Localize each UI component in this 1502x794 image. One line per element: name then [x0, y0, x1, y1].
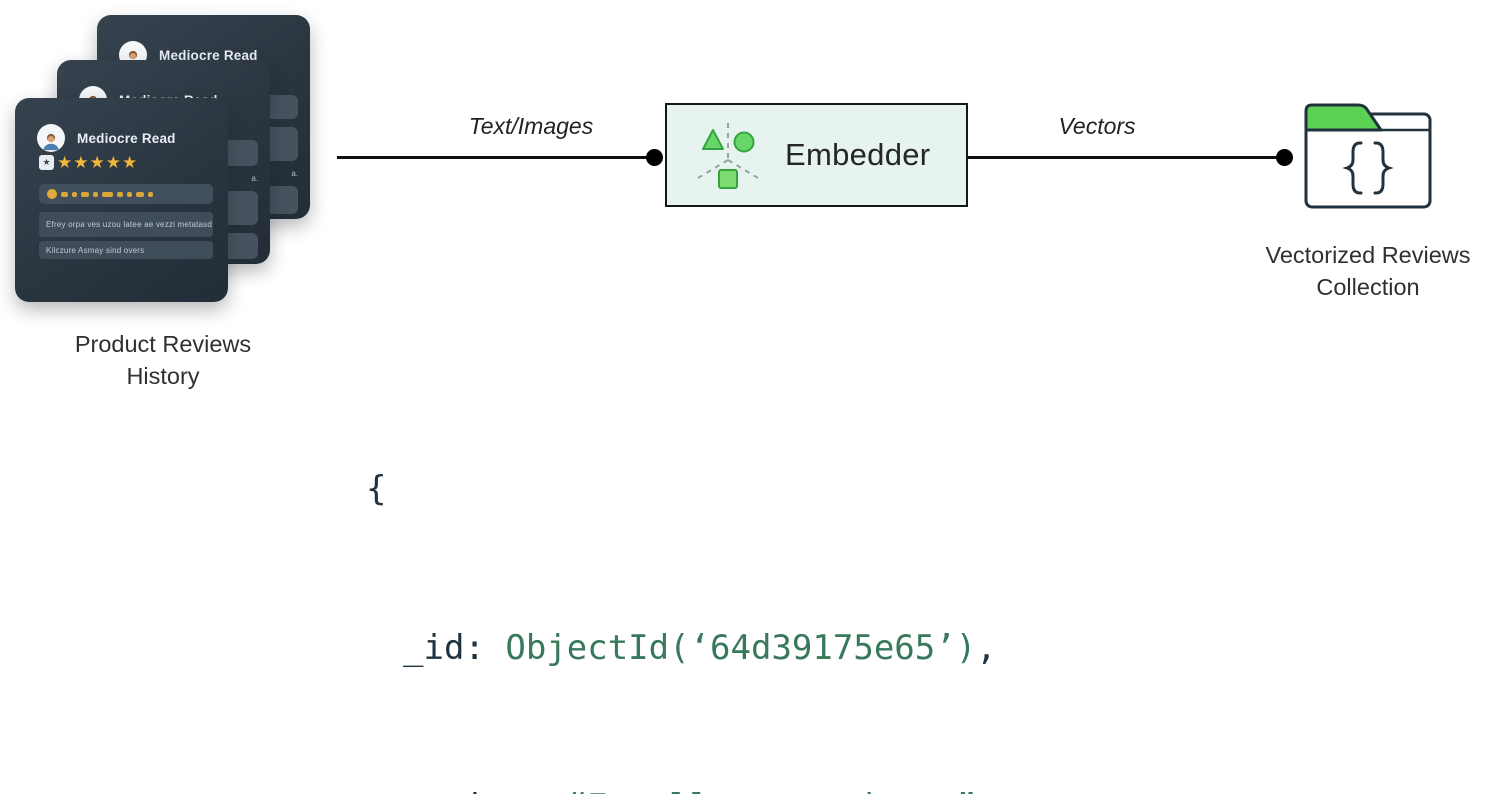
output-edge-label: Vectors: [1058, 113, 1136, 139]
placeholder-note: a.: [291, 169, 298, 178]
reviewer-avatar-icon: [37, 124, 65, 152]
placeholder-note: a.: [251, 174, 258, 183]
collection-label: Vectorized Reviews Collection: [1265, 242, 1471, 300]
code-line-review: review: “Excellent product…”,: [366, 781, 1054, 794]
embedder-label: Embedder: [785, 137, 931, 172]
review-text-bar: Efrey orpa ves uzou latee ae vezzi metat…: [39, 212, 213, 237]
reviewer-name: Mediocre Read: [159, 47, 258, 63]
five-stars-icon: ★★★★★: [57, 153, 139, 172]
code-line-open-brace: {: [366, 469, 387, 509]
review-card-header: Mediocre Read: [37, 124, 176, 152]
reviewer-name: Mediocre Read: [77, 130, 176, 146]
input-edge-line: [337, 156, 653, 159]
input-edge-endpoint-dot: [646, 149, 663, 166]
input-edge-label: Text/Images: [468, 113, 594, 139]
collection-folder-icon: [1301, 100, 1435, 212]
star-badge-icon: ★: [39, 155, 54, 170]
output-edge-endpoint-dot: [1276, 149, 1293, 166]
star-rating: ★ ★★★★★: [39, 154, 138, 171]
rating-dots-bar: [39, 184, 213, 204]
code-line-id: _id: ObjectId(‘64d39175e65’),: [403, 628, 997, 668]
document-code-block: { _id: ObjectId(‘64d39175e65’), review: …: [366, 357, 1054, 794]
product-reviews-history-label: Product Reviews History: [74, 331, 252, 389]
review-text-bar: Kilczure Asmay sind overs: [39, 241, 213, 259]
review-card-front: Mediocre Read ★ ★★★★★ Efrey orpa ves uzo…: [15, 98, 228, 302]
braces-glyph: [1342, 141, 1394, 195]
output-edge-line: [968, 156, 1280, 159]
embedder-icon: [697, 123, 759, 189]
embedder-box: Embedder: [665, 103, 968, 207]
